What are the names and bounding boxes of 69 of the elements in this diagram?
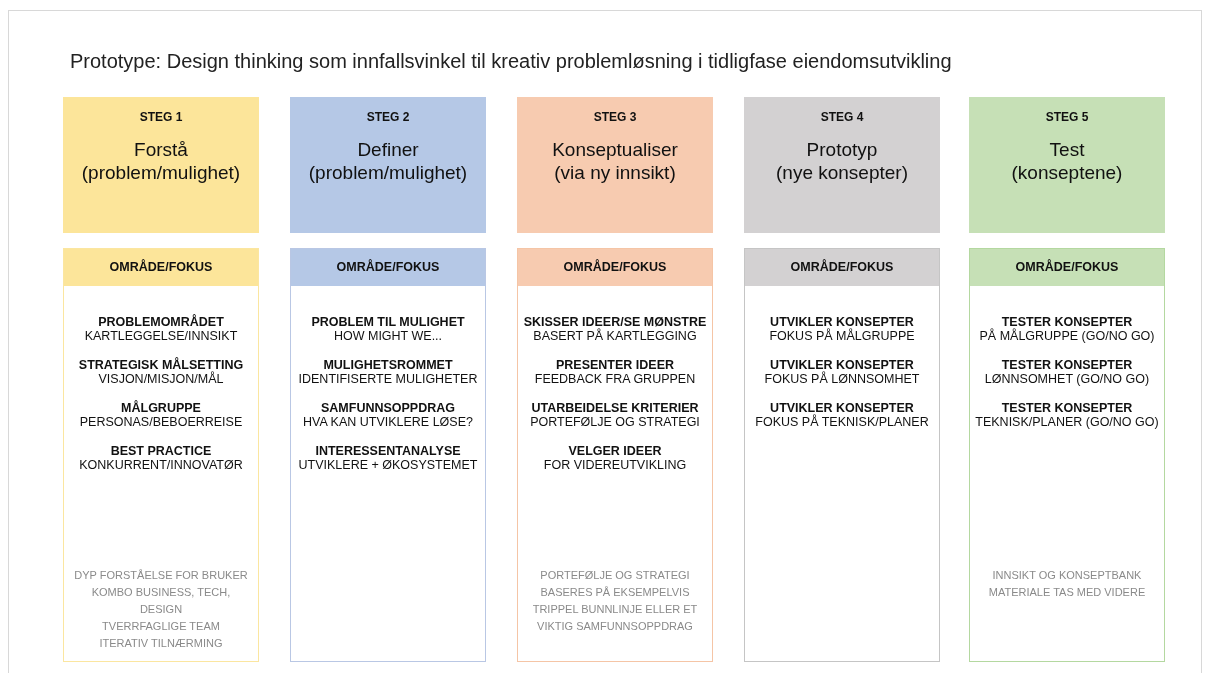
step-box <box>744 97 940 233</box>
step-number: STEG 3 <box>593 110 637 124</box>
focus-heading: STRATEGISK MÅLSETTING <box>78 358 244 372</box>
focus-detail: FOKUS PÅ LØNNSOMHET <box>764 372 920 386</box>
focus-heading: TESTER KONSEPTER <box>1001 358 1133 372</box>
step-box <box>290 97 486 233</box>
focus-heading: UTVIKLER KONSEPTER <box>770 315 914 329</box>
step-box <box>517 97 713 233</box>
focus-heading: PRESENTER IDEER <box>555 358 675 372</box>
focus-heading: TESTER KONSEPTER <box>1001 315 1133 329</box>
focus-heading: VELGER IDEER <box>568 444 662 458</box>
focus-heading: PROBLEM TIL MULIGHET <box>311 315 465 329</box>
note-text: ITERATIV TILNÆRMING <box>99 636 223 651</box>
focus-heading: INTERESSENTANALYSE <box>315 444 461 458</box>
focus-detail: TEKNISK/PLANER (GO/NO GO) <box>975 415 1159 429</box>
focus-heading: SKISSER IDEER/SE MØNSTRE <box>523 315 707 329</box>
focus-heading: UTVIKLER KONSEPTER <box>770 358 914 372</box>
focus-detail: UTVIKLERE + ØKOSYSTEMET <box>298 458 478 472</box>
focus-detail: LØNNSOMHET (GO/NO GO) <box>984 372 1150 386</box>
focus-detail: KARTLEGGELSE/INNSIKT <box>84 329 238 343</box>
note-text: DYP FORSTÅELSE FOR BRUKER <box>74 568 248 583</box>
focus-detail: FEEDBACK FRA GRUPPEN <box>534 372 696 386</box>
step-number: STEG 5 <box>1045 110 1089 124</box>
focus-heading: MÅLGRUPPE <box>121 401 201 415</box>
focus-detail: FOKUS PÅ MÅLGRUPPE <box>769 329 915 343</box>
step-number: STEG 4 <box>820 110 864 124</box>
step-title: Definer (problem/mulighet) <box>308 139 468 185</box>
focus-panel <box>744 248 940 662</box>
focus-panel <box>290 248 486 662</box>
focus-heading: TESTER KONSEPTER <box>1001 401 1133 415</box>
step-title: Test (konseptene) <box>1011 139 1123 185</box>
focus-heading: UTVIKLER KONSEPTER <box>770 401 914 415</box>
step-box <box>969 97 1165 233</box>
header-band: OMRÅDE/FOKUS <box>970 249 1164 286</box>
focus-detail: KONKURRENT/INNOVATØR <box>79 458 243 472</box>
step-box <box>63 97 259 233</box>
step-title: Forstå (problem/mulighet) <box>81 139 241 185</box>
focus-detail: HOW MIGHT WE... <box>333 329 443 343</box>
focus-detail: BASERT PÅ KARTLEGGING <box>533 329 697 343</box>
header-band: OMRÅDE/FOKUS <box>518 249 712 286</box>
focus-detail: PORTEFØLJE OG STRATEGI <box>530 415 700 429</box>
note-text: MATERIALE TAS MED VIDERE <box>988 585 1146 600</box>
note-text: INNSIKT OG KONSEPTBANK <box>992 568 1142 583</box>
diagram-title: Prototype: Design thinking som innfallsvinkel til kreativ problemløsning i tidligfase eiendomsutvikling <box>70 50 952 73</box>
focus-panel <box>63 248 259 662</box>
focus-heading: PROBLEMOMRÅDET <box>98 315 224 329</box>
focus-panel <box>517 248 713 662</box>
focus-heading: UTARBEIDELSE KRITERIER <box>531 401 699 415</box>
step-number: STEG 2 <box>366 110 410 124</box>
step-title: Prototyp (nye konsepter) <box>776 139 908 185</box>
focus-heading: MULIGHETSROMMET <box>323 358 453 372</box>
focus-detail: IDENTIFISERTE MULIGHETER <box>298 372 478 386</box>
focus-heading: BEST PRACTICE <box>110 444 212 458</box>
note-text: TVERRFAGLIGE TEAM <box>102 619 220 634</box>
header-band: OMRÅDE/FOKUS <box>64 249 258 286</box>
note-text: KOMBO BUSINESS, TECH, DESIGN <box>90 585 232 617</box>
header-band: OMRÅDE/FOKUS <box>745 249 939 286</box>
header-band: OMRÅDE/FOKUS <box>291 249 485 286</box>
focus-heading: SAMFUNNSOPPDRAG <box>320 401 455 415</box>
focus-detail: HVA KAN UTVIKLERE LØSE? <box>303 415 473 429</box>
note-text: PORTEFØLJE OG STRATEGI BASERES PÅ EKSEMPELVIS TRIPPEL BUNNLINJE ELLER ET VIKTIG SAMFUNNSOPPDRAG <box>531 568 699 634</box>
focus-detail: PERSONAS/BEBOERREISE <box>79 415 243 429</box>
focus-detail: PÅ MÅLGRUPPE (GO/NO GO) <box>979 329 1155 343</box>
focus-detail: FOKUS PÅ TEKNISK/PLANER <box>755 415 929 429</box>
step-title: Konseptualiser (via ny innsikt) <box>552 139 678 185</box>
focus-panel <box>969 248 1165 662</box>
focus-detail: VISJON/MISJON/MÅL <box>98 372 224 386</box>
focus-detail: FOR VIDEREUTVIKLING <box>543 458 687 472</box>
step-number: STEG 1 <box>139 110 183 124</box>
